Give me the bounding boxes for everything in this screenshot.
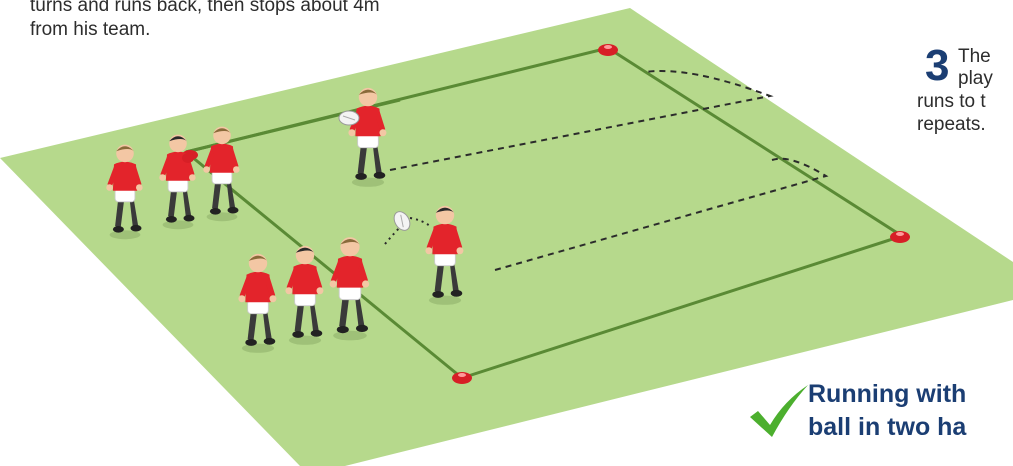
caption-step2: turns and runs back, then stops about 4m… [30, 0, 430, 42]
tip-line1: Running with [808, 378, 966, 411]
step3-line2: play [958, 68, 993, 90]
tip-line2: ball in two ha [808, 411, 966, 444]
caption-step2-line1: turns and runs back, then stops about 4m [30, 0, 430, 18]
step3-line1: The [958, 46, 991, 68]
step3-line4: repeats. [917, 114, 986, 136]
step3-line3: runs to t [917, 91, 986, 113]
caption-step2-line2: from his team. [30, 18, 430, 42]
ball-runner [339, 111, 359, 125]
ball-team1 [182, 153, 194, 163]
step3-number: 3 [925, 44, 949, 88]
coaching-tip: Running with ball in two ha [808, 378, 966, 444]
cone-top [598, 44, 618, 56]
check-icon [748, 383, 810, 439]
cone-bottom [452, 372, 472, 384]
cone-right [890, 231, 910, 243]
